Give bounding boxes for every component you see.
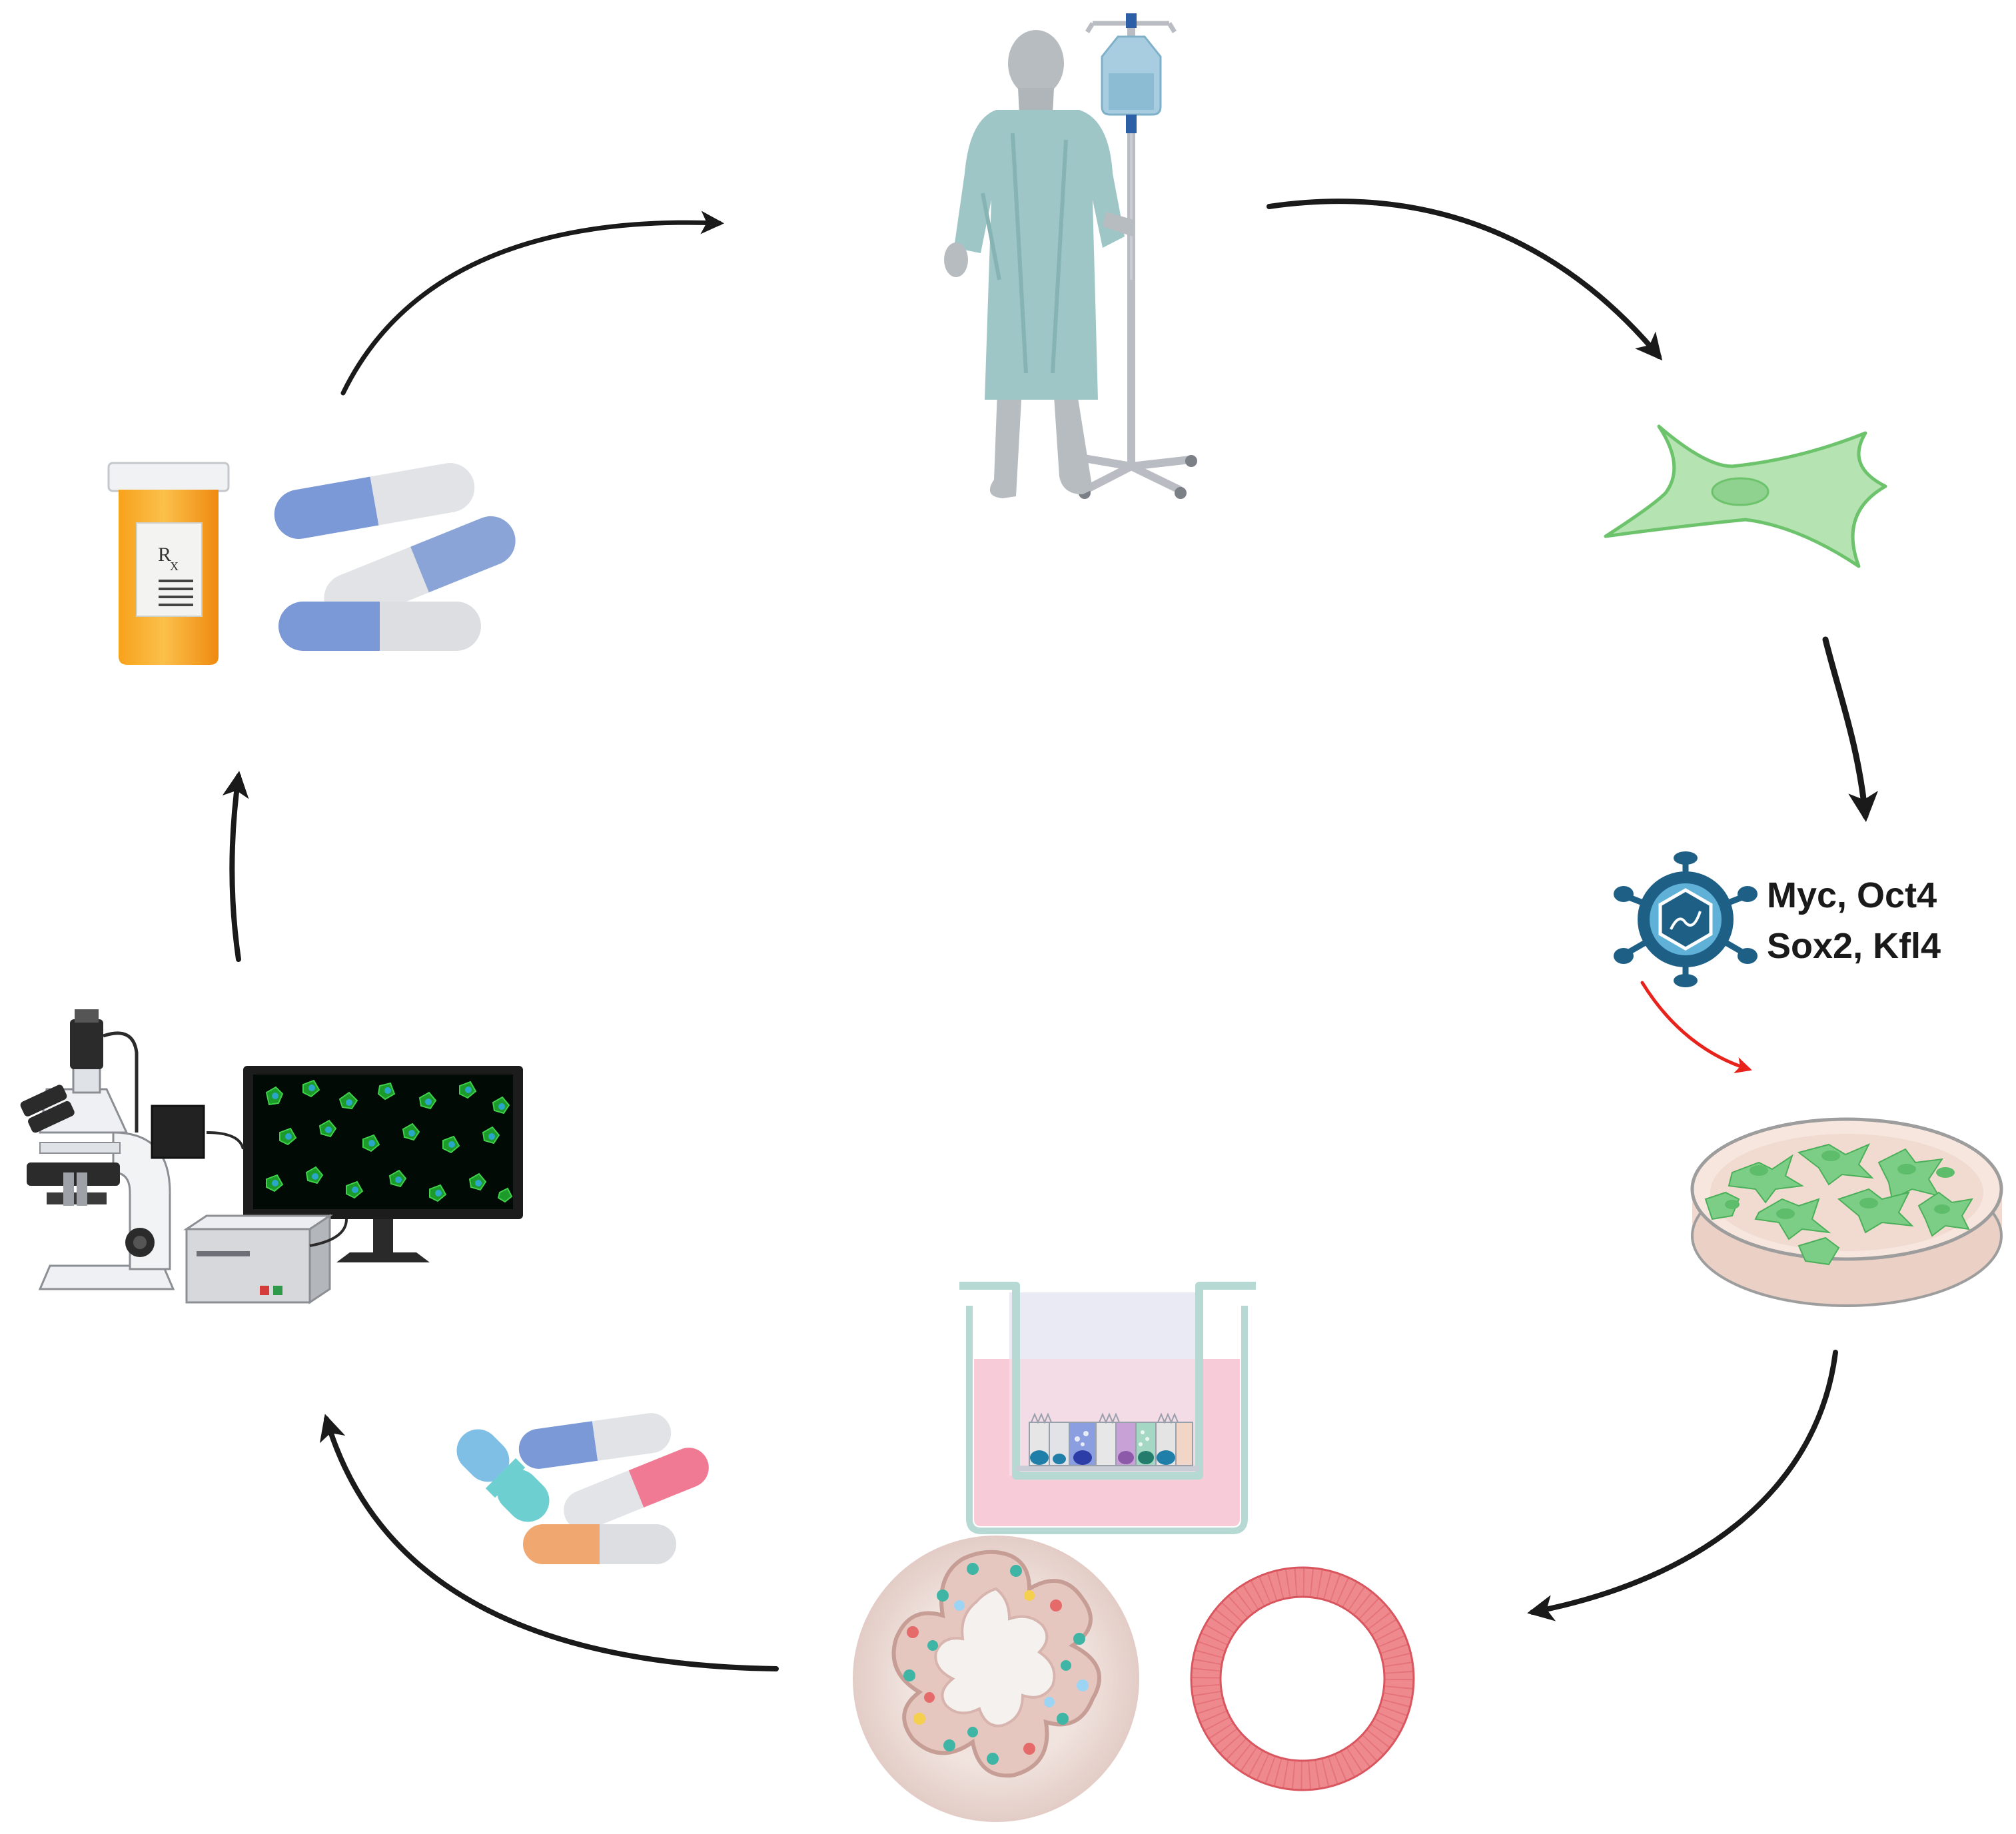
arrow-screening-to-drug: [222, 771, 249, 962]
fibroblast-cell-icon: [1604, 424, 1887, 568]
arrow-patient-to-fibroblast: [1266, 199, 1663, 361]
patient-with-iv-drip-icon: [944, 13, 1197, 499]
prescription-bottle-icon: R X: [107, 462, 230, 665]
controller-box: [183, 1214, 333, 1304]
red-transduction-arrow: [1640, 981, 1752, 1074]
viral-vector-icon: [1614, 851, 1758, 987]
capsules-icon: [274, 463, 516, 651]
arrow-culture-to-organoids: [1527, 1350, 1838, 1621]
drug-capsules-icon: [456, 1413, 709, 1564]
rx-symbol: R: [158, 544, 171, 566]
arrow-organoids-to-screening: [319, 1414, 779, 1671]
cycle-arrows: [222, 199, 1878, 1671]
cultured-cells: [1704, 1143, 1973, 1266]
microscope: [20, 1009, 205, 1290]
transwell-insert-icon: [959, 1282, 1256, 1534]
arrow-drug-to-patient: [340, 211, 724, 396]
organoid-cell-nuclei: [903, 1563, 1089, 1765]
petri-dish-culture-icon: [1690, 1117, 2003, 1307]
rx-subscript: X: [170, 560, 179, 573]
factor-list-line-2: Sox2, Kfl4: [1767, 926, 1941, 966]
factor-list-line-1: Myc, Oct4: [1767, 875, 1937, 915]
fluorescent-cells: [265, 1079, 513, 1203]
intestinal-organoid-icon: [853, 1536, 1139, 1822]
epithelial-ring-icon: [1190, 1566, 1415, 1791]
monitor: [243, 1066, 523, 1262]
patient-figure: [944, 30, 1134, 498]
microscope-imaging-station-icon: [20, 1009, 523, 1304]
arrow-fibroblast-to-reprogramming: [1822, 636, 1878, 822]
